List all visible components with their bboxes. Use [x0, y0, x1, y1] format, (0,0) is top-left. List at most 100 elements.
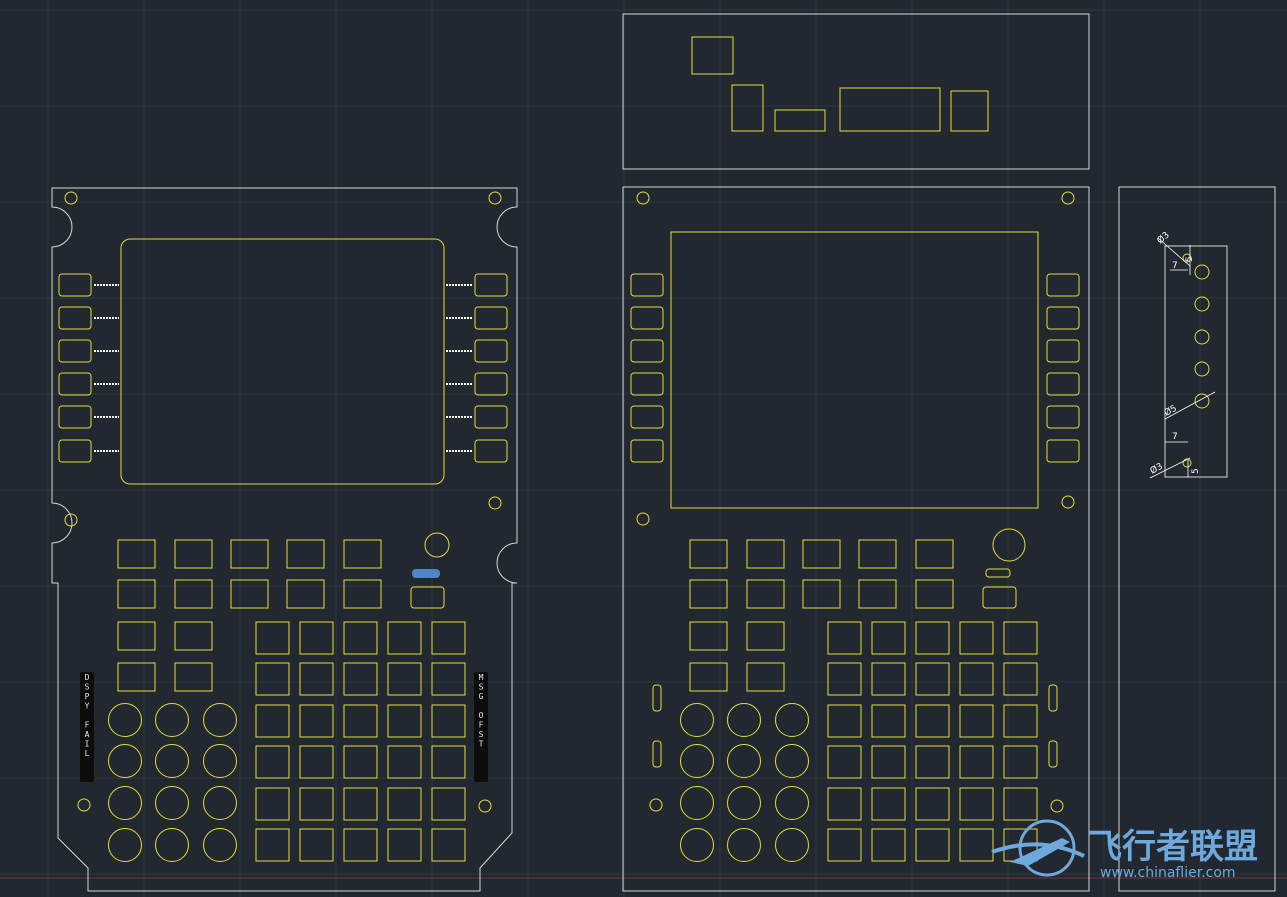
brightness-slot-middle	[985, 568, 1011, 578]
watermark-url: www.chinaflier.com	[1100, 865, 1236, 881]
alpha-key	[299, 787, 334, 821]
line-select-key-right	[474, 339, 508, 363]
alpha-key	[255, 745, 290, 779]
alpha-key	[343, 621, 378, 655]
numeric-key	[108, 703, 142, 737]
line-select-key-left	[630, 306, 664, 330]
function-key	[915, 579, 954, 609]
line-select-key-right	[1046, 273, 1080, 297]
function-key	[746, 539, 785, 569]
function-key	[689, 539, 728, 569]
alpha-key	[871, 662, 906, 696]
line-select-key-left	[58, 273, 92, 297]
annunciator-strip-left	[80, 672, 94, 782]
alpha-key	[387, 745, 422, 779]
mounting-hole	[636, 191, 650, 205]
top-plate-outline	[622, 13, 1090, 170]
function-key	[858, 579, 897, 609]
line-select-key-left	[58, 306, 92, 330]
numeric-key	[155, 744, 189, 778]
function-key	[286, 579, 325, 609]
mounting-hole	[64, 513, 78, 527]
alpha-key	[827, 662, 862, 696]
numeric-key	[727, 703, 761, 737]
mounting-hole	[1061, 495, 1075, 509]
mounting-hole	[1061, 191, 1075, 205]
numeric-key	[727, 744, 761, 778]
function-key	[117, 539, 156, 569]
function-key	[286, 539, 325, 569]
mcdu-faceplate-middle	[622, 186, 1090, 892]
function-key	[174, 579, 213, 609]
alpha-key	[431, 704, 466, 738]
alpha-key	[343, 662, 378, 696]
alpha-key	[299, 704, 334, 738]
mcdu-top-plate	[622, 13, 1090, 170]
numeric-key	[155, 828, 189, 862]
mounting-hole	[649, 798, 663, 812]
brightness-indicator-left	[412, 569, 440, 578]
line-select-key-left	[630, 405, 664, 429]
alpha-key	[431, 828, 466, 862]
function-key	[802, 579, 841, 609]
bracket-hole	[1194, 264, 1210, 280]
function-key	[689, 621, 728, 651]
dimension-bottom-offset: 5	[1191, 468, 1201, 474]
alpha-key	[1003, 621, 1038, 655]
side-plate-outline	[1118, 186, 1276, 892]
alpha-key	[387, 662, 422, 696]
dimension-top-offset: 5	[1185, 256, 1195, 262]
annunciator-slot	[1048, 684, 1058, 712]
function-key	[117, 662, 156, 692]
line-select-key-left	[630, 339, 664, 363]
top-cutout-5	[950, 90, 989, 132]
alpha-key	[871, 745, 906, 779]
middle-display-screen	[670, 231, 1039, 509]
alpha-key	[959, 745, 994, 779]
dimension-middle-diameter: Ø5	[1162, 403, 1178, 419]
line-select-key-right	[474, 405, 508, 429]
alpha-key	[255, 621, 290, 655]
numeric-key	[775, 786, 809, 820]
function-key	[117, 579, 156, 609]
alpha-key	[255, 704, 290, 738]
function-key	[117, 621, 156, 651]
bracket-pin-hole	[1182, 253, 1192, 263]
dimension-top-diameter: Ø3	[1155, 230, 1172, 247]
line-select-key-right	[474, 273, 508, 297]
line-select-key-right	[474, 439, 508, 463]
dimension-top-gap: 7	[1172, 261, 1178, 271]
line-select-key-right	[1046, 306, 1080, 330]
function-key	[746, 579, 785, 609]
numeric-key	[680, 703, 714, 737]
alpha-key	[387, 828, 422, 862]
numeric-key	[203, 786, 237, 820]
function-key	[858, 539, 897, 569]
alpha-key	[915, 828, 950, 862]
line-select-key-left	[58, 405, 92, 429]
alpha-key	[431, 662, 466, 696]
function-key	[746, 662, 785, 692]
alpha-key	[387, 787, 422, 821]
alpha-key	[959, 662, 994, 696]
alpha-key	[827, 704, 862, 738]
numeric-key	[775, 828, 809, 862]
top-cutout-4	[839, 87, 941, 132]
watermark-plane-logo-icon	[991, 819, 1085, 877]
function-key	[746, 621, 785, 651]
line-select-key-right	[1046, 405, 1080, 429]
annunciator-slot	[652, 684, 662, 712]
numeric-key	[108, 744, 142, 778]
dimension-bottom-gap: 7	[1172, 432, 1178, 442]
top-cutout-1	[691, 36, 734, 75]
numeric-key	[155, 786, 189, 820]
line-select-key-left	[630, 372, 664, 396]
numeric-key	[203, 828, 237, 862]
bracket-hole	[1194, 361, 1210, 377]
alpha-key	[299, 621, 334, 655]
alpha-key	[959, 828, 994, 862]
dimension-bottom-diameter: Ø3	[1148, 461, 1164, 477]
